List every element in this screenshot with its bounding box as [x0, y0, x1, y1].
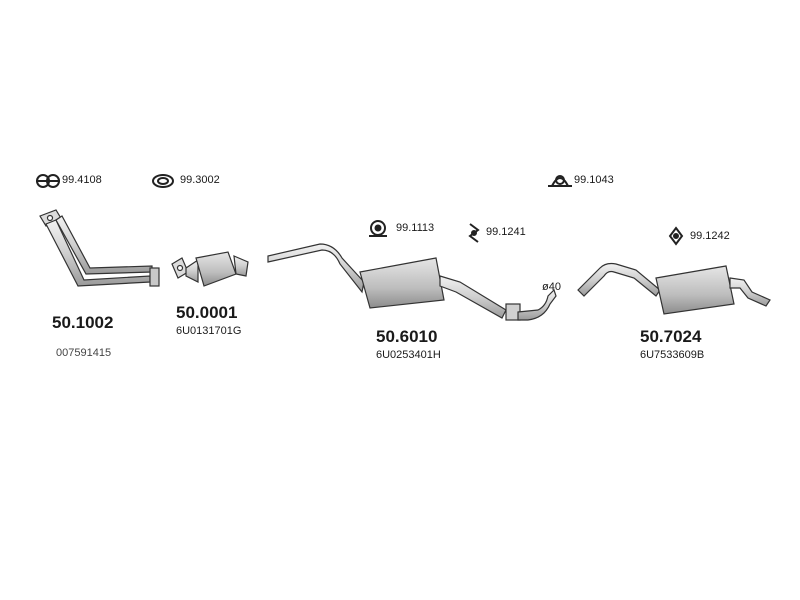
rear-silencer-drawing — [577, 262, 771, 315]
catalyst-part-number: 50.0001 — [176, 303, 238, 322]
clamp-icon-b — [548, 175, 572, 187]
accessory-hanger-c-label: 99.1242 — [690, 230, 730, 242]
hanger-icon-b — [468, 223, 480, 243]
middle-silencer-reference: 6U0253401H — [376, 349, 441, 361]
rear-silencer-reference: 6U7533609B — [640, 349, 705, 361]
hanger-icon-a — [369, 220, 387, 237]
rear-silencer-part-number: 50.7024 — [640, 327, 702, 346]
front-pipe-drawing — [39, 209, 160, 287]
accessory-hanger-a-label: 99.1113 — [396, 222, 435, 234]
accessory-gasket-label: 99.3002 — [180, 174, 220, 186]
middle-silencer-part-number: 50.6010 — [376, 327, 438, 346]
front-pipe-reference: 007591415 — [56, 347, 112, 359]
accessory-clamp-a-label: 99.4108 — [62, 174, 102, 186]
front-pipe-part-number: 50.1002 — [52, 313, 114, 332]
catalyst-drawing — [171, 251, 249, 287]
diameter-label: ø40 — [542, 281, 561, 293]
hanger-icon-c — [668, 226, 684, 246]
catalyst-reference: 6U0131701G — [176, 325, 242, 337]
gasket-ring-icon — [152, 174, 174, 188]
accessory-clamp-b-label: 99.1043 — [574, 174, 614, 186]
accessory-hanger-b-label: 99.1241 — [486, 226, 526, 238]
clamp-icon-a — [36, 174, 60, 188]
middle-silencer-drawing — [267, 243, 557, 321]
